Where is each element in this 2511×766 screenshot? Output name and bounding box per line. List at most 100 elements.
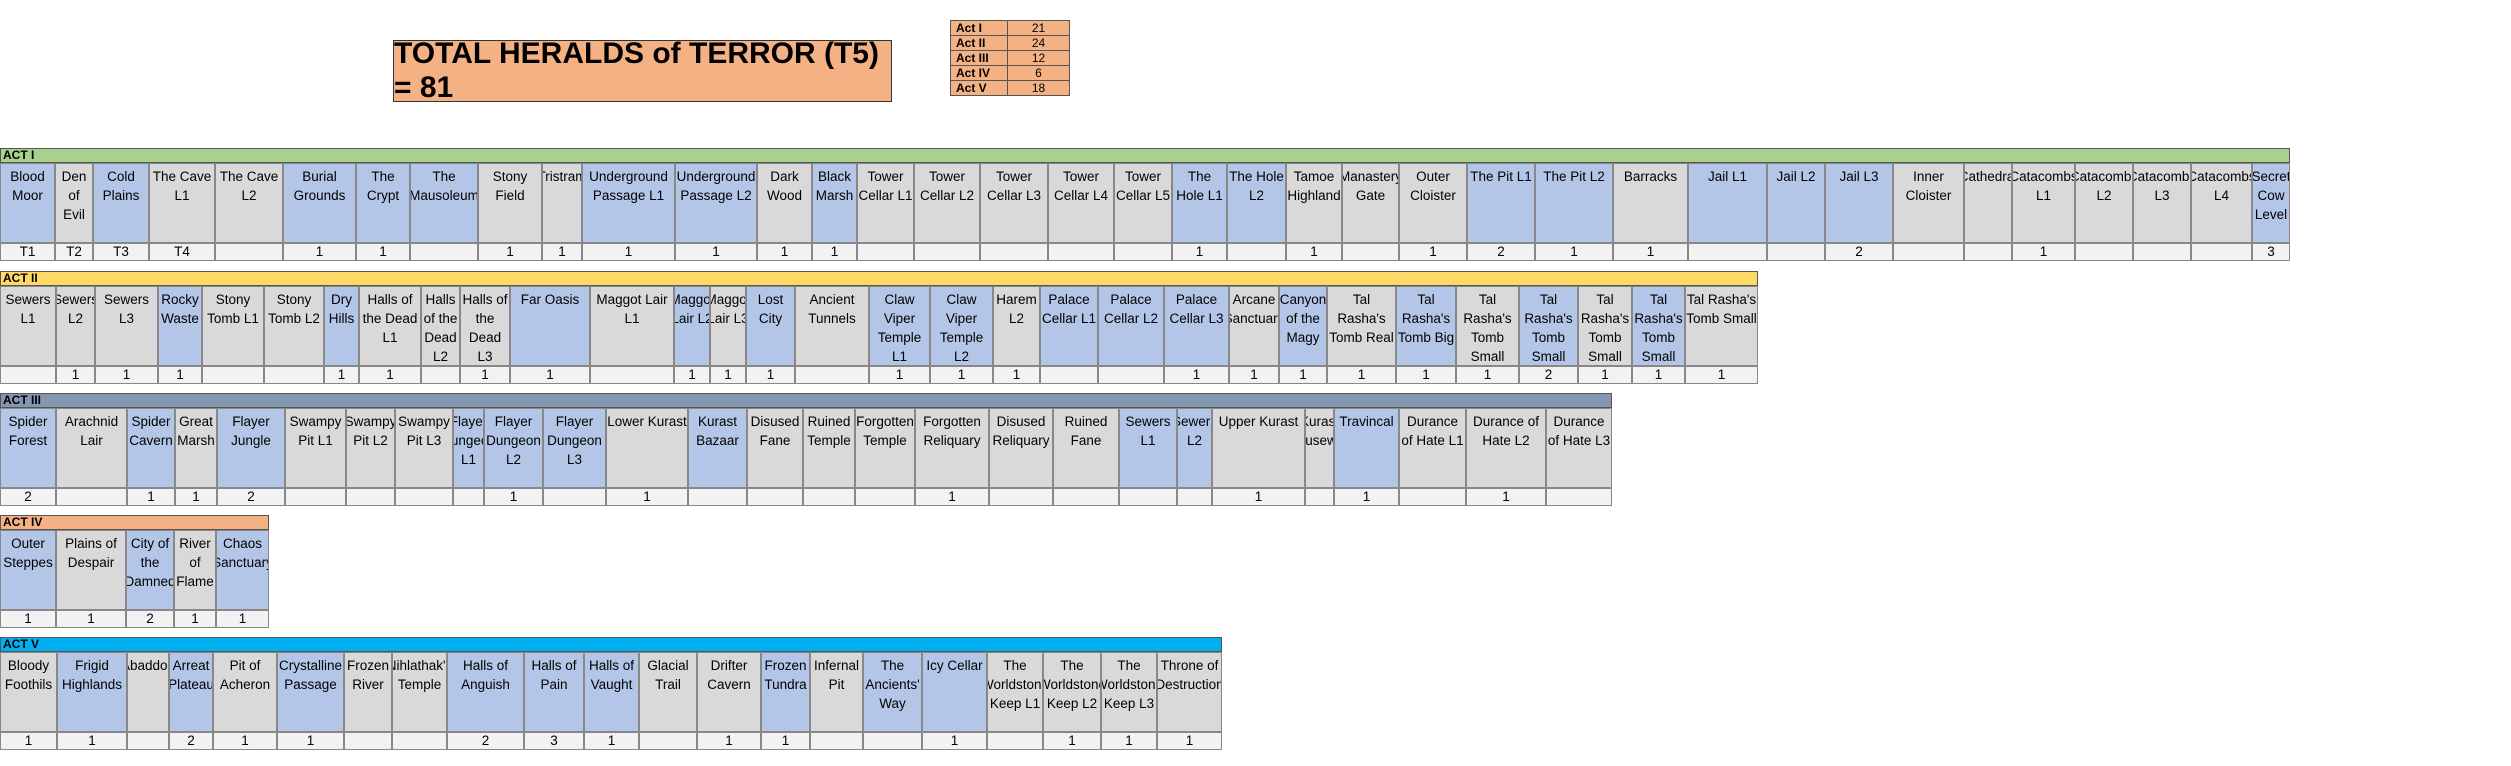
herald-count-cell: 1 — [675, 243, 757, 261]
area-name-cell: Tower Cellar L4 — [1048, 163, 1114, 243]
herald-count-cell — [2191, 243, 2252, 261]
area-name-cell: Flayer Dungeon L2 — [484, 408, 543, 488]
area-name-cell: Jail L2 — [1767, 163, 1825, 243]
herald-count-cell — [810, 732, 863, 750]
area-name-cell: Stony Tomb L2 — [264, 286, 324, 366]
area-name-cell: Underground Passage L1 — [582, 163, 675, 243]
herald-count-cell — [1098, 366, 1164, 384]
area-name-cell: Disused Fane — [747, 408, 803, 488]
herald-count-cell: 1 — [542, 243, 582, 261]
herald-count-cell — [1964, 243, 2012, 261]
area-name-cell: Nihlathak's Temple — [392, 652, 447, 732]
area-name-cell: The Pit L2 — [1535, 163, 1613, 243]
herald-count-cell: 2 — [169, 732, 213, 750]
area-name-cell: Tamoe Highland — [1286, 163, 1342, 243]
herald-count-cell: 1 — [1043, 732, 1101, 750]
area-name-cell: Great Marsh — [175, 408, 217, 488]
summary-act-label: Act III — [950, 50, 1008, 66]
herald-count-cell: 1 — [0, 732, 57, 750]
area-name-cell: Lost City — [746, 286, 795, 366]
area-name-cell: Flayer Dungeon L3 — [543, 408, 606, 488]
herald-count-cell: 1 — [1164, 366, 1229, 384]
area-name-cell: Black Marsh — [812, 163, 857, 243]
area-name-cell: The Cave L2 — [215, 163, 283, 243]
summary-act-count: 24 — [1007, 35, 1070, 51]
area-name-cell: Tal Rasha's Tomb Small — [1519, 286, 1578, 366]
herald-count-cell — [1177, 488, 1212, 506]
herald-count-cell: 1 — [1229, 366, 1279, 384]
herald-count-cell: 1 — [869, 366, 930, 384]
area-name-cell: Spider Forest — [0, 408, 56, 488]
herald-count-cell — [395, 488, 453, 506]
herald-count-cell — [747, 488, 803, 506]
herald-count-cell: 2 — [1467, 243, 1535, 261]
area-name-cell: Swampy Pit L1 — [285, 408, 346, 488]
area-name-cell: Plains of Despair — [56, 530, 126, 610]
herald-count-cell: 1 — [56, 366, 95, 384]
area-name-cell: Lower Kurast — [606, 408, 688, 488]
herald-count-cell: 1 — [922, 732, 987, 750]
area-name-cell: Canyon of the Magy — [1279, 286, 1327, 366]
summary-act-label: Act IV — [950, 65, 1008, 81]
act-header-2: ACT II — [0, 271, 1758, 286]
herald-count-cell: 1 — [674, 366, 710, 384]
herald-count-cell: 1 — [1632, 366, 1685, 384]
herald-count-cell: 1 — [1101, 732, 1157, 750]
area-name-cell: Barracks — [1613, 163, 1688, 243]
area-name-cell: Disused Reliquary — [989, 408, 1053, 488]
area-name-cell: Jail L1 — [1688, 163, 1767, 243]
area-name-cell: Maggot Lair L3 — [710, 286, 746, 366]
herald-count-cell — [453, 488, 484, 506]
area-name-cell: Abaddon — [127, 652, 169, 732]
herald-count-cell: 1 — [993, 366, 1040, 384]
herald-count-cell: 1 — [95, 366, 158, 384]
area-name-cell: Flayer Jungle — [217, 408, 285, 488]
herald-count-cell — [215, 243, 283, 261]
herald-count-cell: 1 — [746, 366, 795, 384]
area-name-cell: Sewers L3 — [95, 286, 158, 366]
herald-count-cell: T2 — [55, 243, 93, 261]
area-name-cell: Flayer Dungeon L1 — [453, 408, 484, 488]
herald-count-cell: 1 — [582, 243, 675, 261]
herald-count-cell — [1227, 243, 1286, 261]
herald-count-cell: 1 — [213, 732, 277, 750]
herald-count-cell — [543, 488, 606, 506]
herald-count-cell — [127, 732, 169, 750]
herald-count-cell: 1 — [1212, 488, 1305, 506]
herald-count-cell: 1 — [1157, 732, 1222, 750]
area-name-cell: Halls of the Dead L3 — [460, 286, 510, 366]
area-name-cell: Tower Cellar L1 — [857, 163, 914, 243]
area-name-cell: Spider Cavern — [127, 408, 175, 488]
herald-count-cell: 2 — [217, 488, 285, 506]
act-header-4: ACT IV — [0, 515, 269, 530]
summary-act-count: 18 — [1007, 80, 1070, 96]
area-name-cell: Maggot Lair L2 — [674, 286, 710, 366]
herald-count-cell: 1 — [606, 488, 688, 506]
area-name-cell: Burial Grounds — [283, 163, 356, 243]
area-name-cell: Ancient Tunnels — [795, 286, 869, 366]
area-name-cell: Throne of Destruction — [1157, 652, 1222, 732]
herald-count-cell: 1 — [1578, 366, 1632, 384]
herald-count-cell — [285, 488, 346, 506]
herald-count-cell: 1 — [158, 366, 202, 384]
area-name-cell: Den of Evil — [55, 163, 93, 243]
area-name-cell: Swampy Pit L2 — [346, 408, 395, 488]
area-name-cell: Outer Steppes — [0, 530, 56, 610]
area-name-cell: The Mausoleum — [410, 163, 478, 243]
area-name-cell: Crystalline Passage — [277, 652, 344, 732]
herald-count-cell — [987, 732, 1043, 750]
herald-count-cell: 3 — [2252, 243, 2290, 261]
herald-count-cell — [202, 366, 264, 384]
herald-count-cell — [688, 488, 747, 506]
area-name-cell: Halls of the Dead L2 — [421, 286, 460, 366]
herald-count-cell — [1893, 243, 1964, 261]
herald-count-cell — [392, 732, 447, 750]
area-name-cell: Palace Cellar L3 — [1164, 286, 1229, 366]
herald-count-cell — [863, 732, 922, 750]
herald-count-cell — [346, 488, 395, 506]
